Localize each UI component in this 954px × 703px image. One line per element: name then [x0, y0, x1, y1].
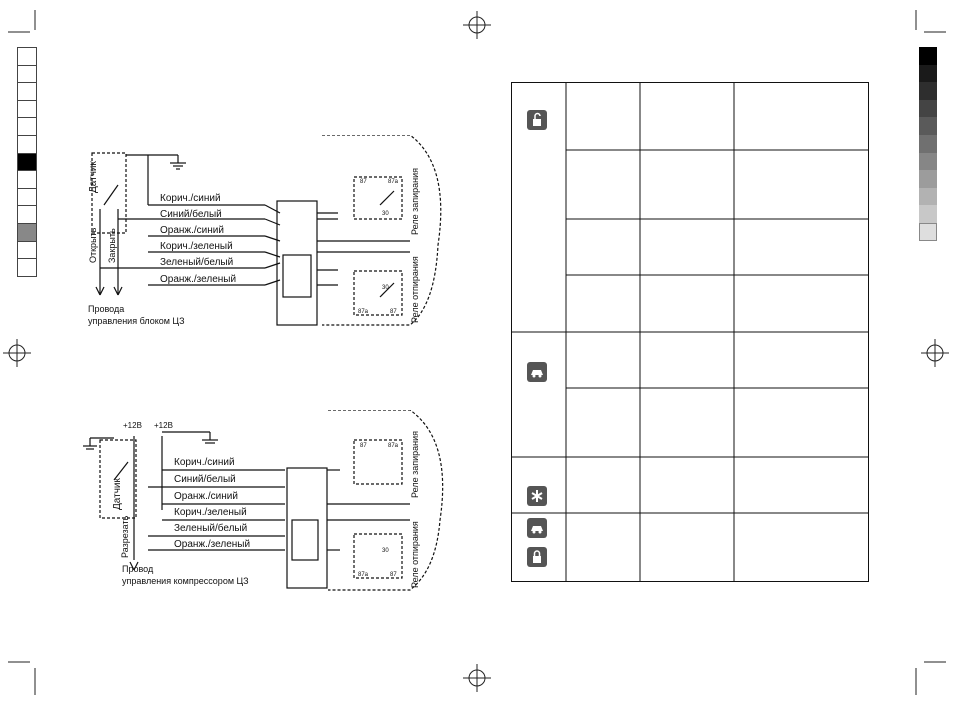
- caption-2a: Провод: [122, 564, 154, 574]
- wire-label-1: Корич./синий: [160, 193, 221, 204]
- relay-lock-label: Реле запирания: [410, 168, 420, 235]
- wire-label-4: Корич./зеленый: [160, 241, 233, 252]
- wire-label-5: Зеленый/белый: [160, 256, 233, 268]
- asterisk-icon: [527, 486, 547, 506]
- pin-30: 30: [382, 211, 389, 217]
- pin-87a-b: 87a: [358, 309, 369, 315]
- plus12-a-label: +12В: [123, 421, 142, 430]
- pin-87: 87: [360, 179, 367, 185]
- car-icon: [527, 362, 547, 382]
- close-label: Закрыть: [107, 228, 117, 263]
- wiring-diagram-1: Датчик Открыть Закрыть Корич./синий Сини…: [88, 135, 442, 326]
- cut-label: Разрезать: [120, 515, 130, 558]
- wire-label-3: Оранж./синий: [160, 225, 224, 236]
- unlock-icon: [527, 110, 547, 130]
- wiring-diagram-2: +12В +12В Датчик Разрезать Корич./синий …: [83, 410, 444, 591]
- open-label: Открыть: [88, 227, 98, 263]
- wire2-label-3: Оранж./синий: [174, 491, 238, 502]
- relay-unlock-label: Реле отпирания: [410, 256, 420, 323]
- relay-lock-label-2: Реле запирания: [410, 431, 420, 498]
- sensor-label-2: Датчик: [112, 478, 123, 510]
- pin-30-b: 30: [382, 285, 389, 291]
- function-table: [511, 82, 869, 582]
- pin2-30: 30: [382, 548, 389, 554]
- caption-1a: Провода: [88, 304, 124, 314]
- pin-87a: 87a: [388, 179, 399, 185]
- caption-2b: управления компрессором ЦЗ: [122, 576, 249, 586]
- caption-1b: управления блоком ЦЗ: [88, 316, 185, 326]
- sensor-label: Датчик: [88, 161, 99, 193]
- car-icon-2: [527, 518, 547, 538]
- wire2-label-6: Оранж./зеленый: [174, 539, 250, 550]
- wire2-label-5: Зеленый/белый: [174, 522, 247, 534]
- plus12-b-label: +12В: [154, 421, 173, 430]
- pin2-87: 87: [360, 443, 367, 449]
- wire2-label-2: Синий/белый: [174, 473, 236, 485]
- wire-label-2: Синий/белый: [160, 208, 222, 220]
- pin2-87a-b: 87a: [358, 572, 369, 578]
- grayscale-bar-right: [919, 47, 937, 241]
- lock-icon: [527, 547, 547, 567]
- wire2-label-1: Корич./синий: [174, 457, 235, 468]
- table-grid: [511, 82, 869, 582]
- wire-label-6: Оранж./зеленый: [160, 274, 236, 285]
- relay-unlock-label-2: Реле отпирания: [410, 521, 420, 588]
- pin2-87a: 87a: [388, 443, 399, 449]
- calibration-bar-left: [17, 47, 37, 277]
- pin-87-b: 87: [390, 309, 397, 315]
- pin2-87-b: 87: [390, 572, 397, 578]
- wire2-label-4: Корич./зеленый: [174, 507, 247, 518]
